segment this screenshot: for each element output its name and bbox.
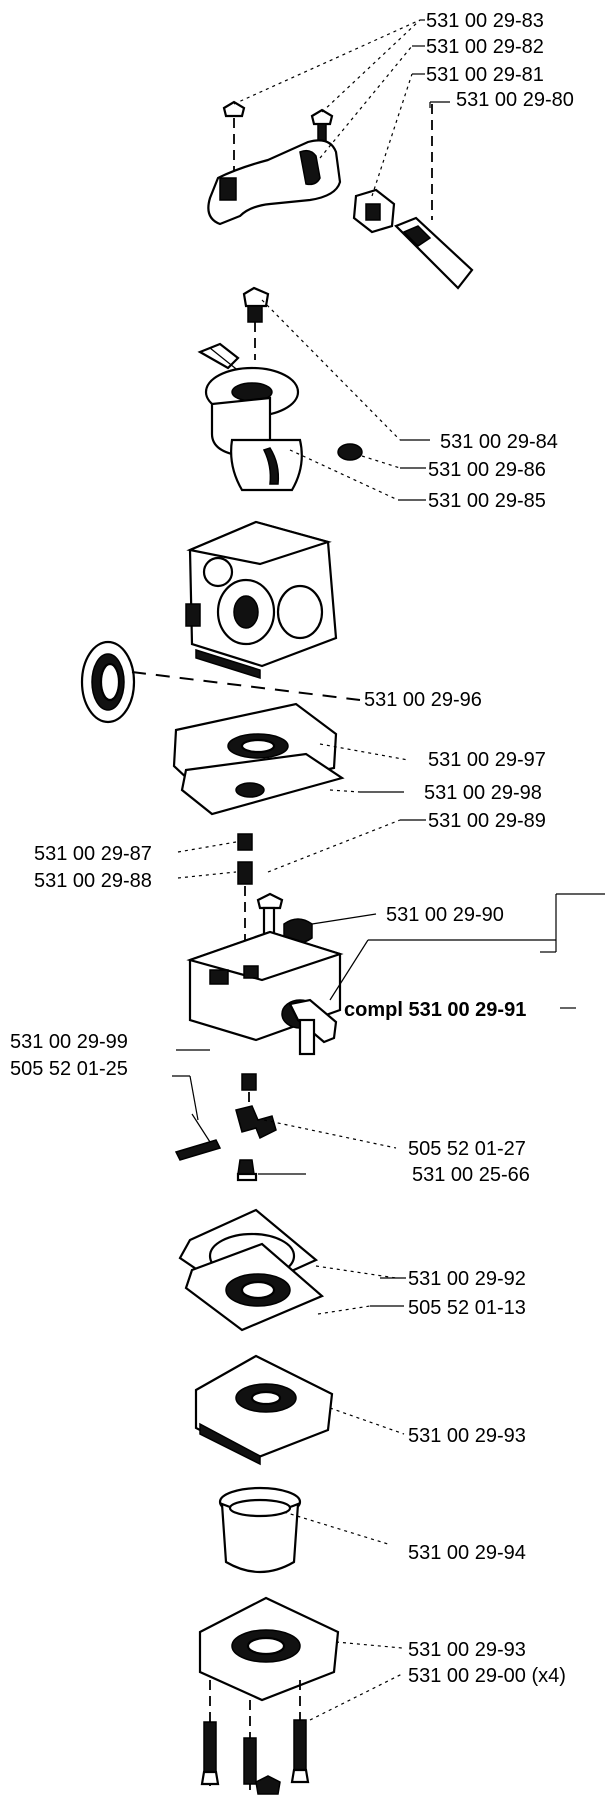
gaskets <box>172 702 345 816</box>
label-531-00-29-98: 531 00 29-98 <box>424 782 542 804</box>
diaphragm-set <box>178 1208 325 1332</box>
label-531-00-29-81: 531 00 29-81 <box>426 64 544 86</box>
label-531-00-29-90: 531 00 29-90 <box>386 904 504 926</box>
leader-lines <box>131 19 605 1721</box>
metering-body <box>174 833 344 1182</box>
label-531-00-29-82: 531 00 29-82 <box>426 36 544 58</box>
label-505-52-01-13: 505 52 01-13 <box>408 1297 526 1319</box>
label-531-00-29-97: 531 00 29-97 <box>428 749 546 771</box>
label-531-00-29-85: 531 00 29-85 <box>428 490 546 512</box>
label-505-52-01-27: 505 52 01-27 <box>408 1138 526 1160</box>
label-505-52-01-25: 505 52 01-25 <box>10 1058 128 1080</box>
filter-cup <box>218 1486 302 1573</box>
label-531-00-29-94: 531 00 29-94 <box>408 1542 526 1564</box>
label-531-00-29-96: 531 00 29-96 <box>364 689 482 711</box>
pump-cover <box>194 1354 334 1466</box>
label-531-00-29-87: 531 00 29-87 <box>34 843 152 865</box>
label-531-00-29-80: 531 00 29-80 <box>456 89 574 111</box>
carburetor-body <box>80 520 338 724</box>
label-531-00-29-93-lower: 531 00 29-93 <box>408 1639 526 1661</box>
label-531-00-29-93: 531 00 29-93 <box>408 1425 526 1447</box>
label-531-00-29-83: 531 00 29-83 <box>426 10 544 32</box>
label-531-00-25-66: 531 00 25-66 <box>412 1164 530 1186</box>
label-531-00-29-99: 531 00 29-99 <box>10 1031 128 1053</box>
label-531-00-29-88: 531 00 29-88 <box>34 870 152 892</box>
bottom-cover <box>198 1596 340 1795</box>
label-531-00-29-00-x4: 531 00 29-00 (x4) <box>408 1665 566 1687</box>
label-compl-531-00-29-91: compl 531 00 29-91 <box>344 999 526 1021</box>
part-number-labels: 531 00 29-83 531 00 29-82 531 00 29-81 5… <box>10 10 574 1687</box>
label-531-00-29-89: 531 00 29-89 <box>428 810 546 832</box>
intake-assembly <box>197 286 363 492</box>
label-531-00-29-92: 531 00 29-92 <box>408 1268 526 1290</box>
label-531-00-29-86: 531 00 29-86 <box>428 459 546 481</box>
label-531-00-29-84: 531 00 29-84 <box>440 431 558 453</box>
throttle-lever-assembly <box>207 100 474 290</box>
